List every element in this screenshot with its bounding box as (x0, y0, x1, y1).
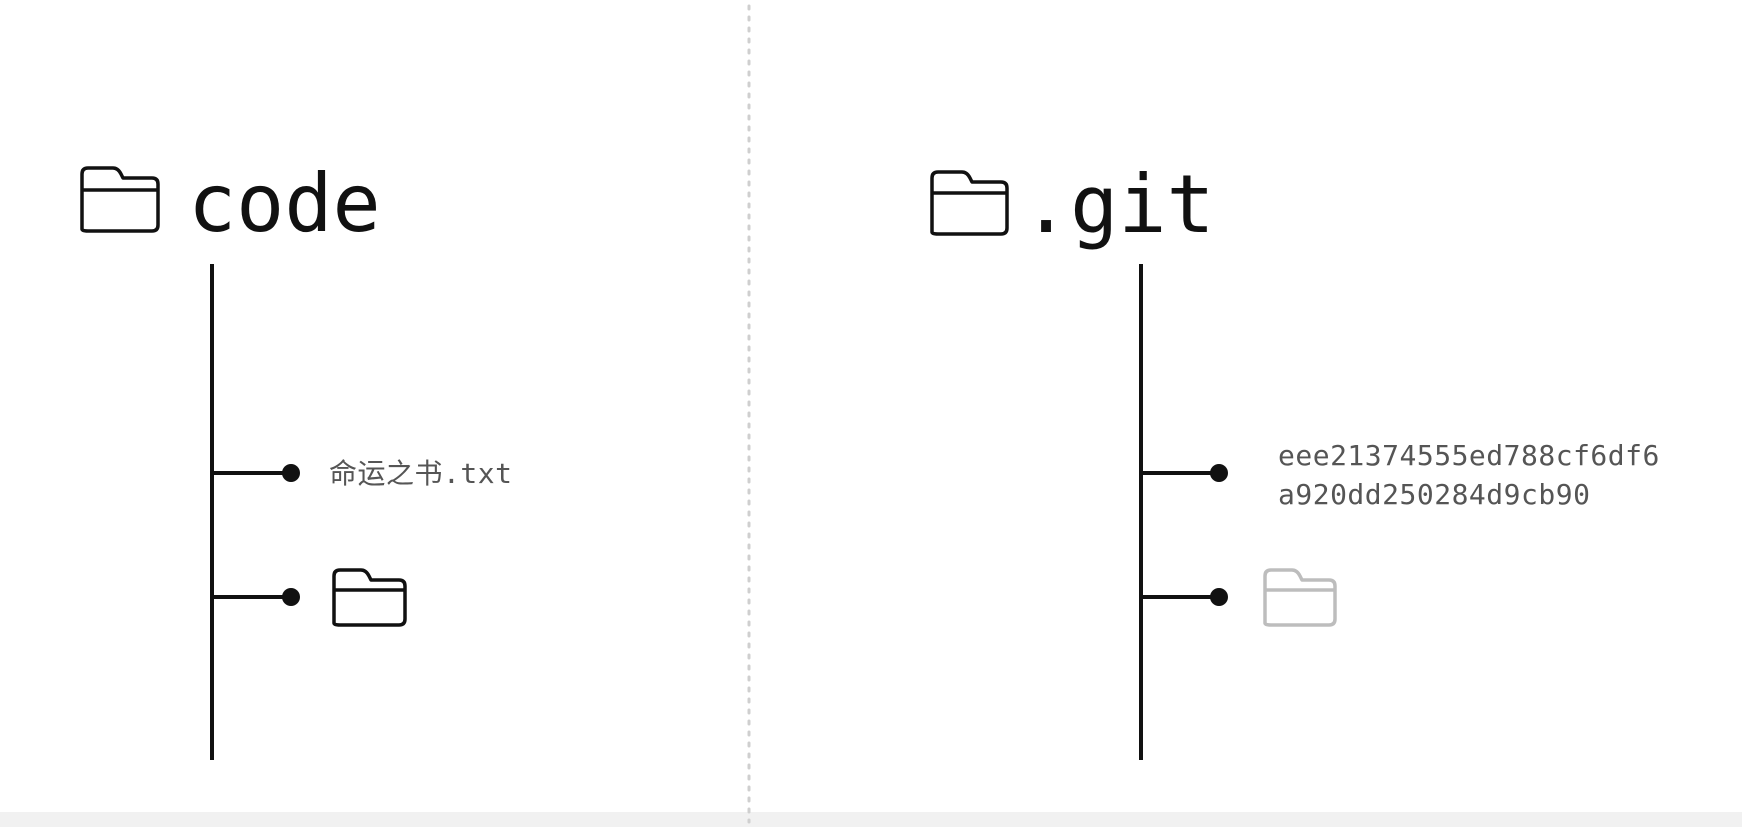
left-file-label: 命运之书.txt (329, 457, 512, 490)
right-root-label: .git (1022, 158, 1215, 251)
left-root-label: code (188, 157, 381, 250)
right-hash-line-2: a920dd250284d9cb90 (1278, 478, 1590, 511)
left-branch-1-node (282, 464, 300, 482)
right-child-folder-icon-faded (1263, 568, 1337, 627)
left-child-folder-icon (332, 568, 407, 627)
left-root-folder-icon (80, 166, 160, 233)
bottom-shadow (0, 812, 1742, 827)
right-branch-1-node (1210, 464, 1228, 482)
right-branch-2-node (1210, 588, 1228, 606)
left-branch-2-node (282, 588, 300, 606)
right-hash-line-1: eee21374555ed788cf6df6 (1278, 439, 1660, 472)
right-root-folder-icon (930, 170, 1009, 236)
